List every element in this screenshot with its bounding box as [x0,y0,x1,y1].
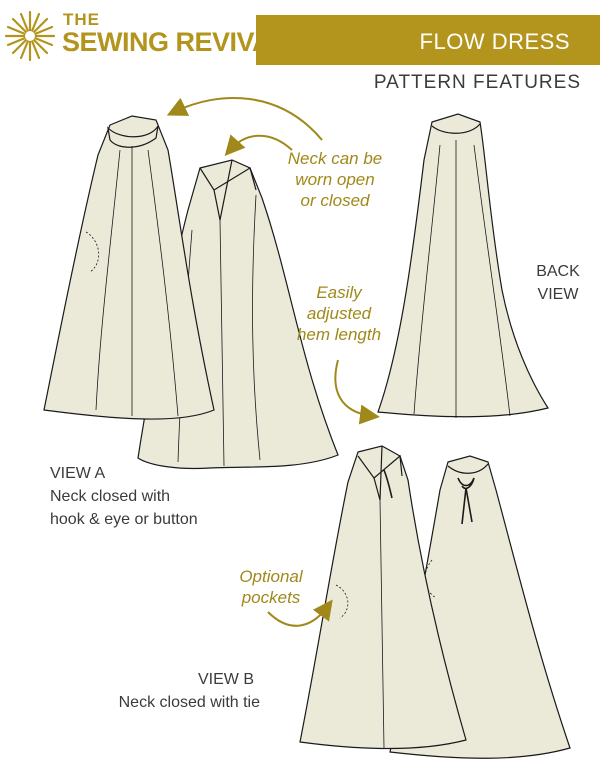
arrow-neck-a [166,97,323,141]
view-b-title: VIEW B [197,671,254,688]
pattern-title: FLOW DRESS [419,29,570,54]
brand-logo: THE SEWING REVIVAL [0,0,288,70]
section-subtitle: PATTERN FEATURES [373,72,581,93]
arrow-neck-b [224,134,293,156]
title-banner: FLOW DRESS [256,15,600,65]
sunburst-icon [4,10,56,62]
note-neck: Neck can be worn open or closed [287,149,383,210]
view-a-title: VIEW A [50,465,106,482]
view-a-label: VIEW A Neck closed with hook & eye or bu… [50,462,198,531]
view-b-label: VIEW B Neck closed with tie [106,668,260,714]
dress-view-b-open [299,445,467,750]
brand-line1: THE [63,10,100,29]
arrow-hem [334,359,380,425]
dress-view-a-closed [43,115,215,420]
note-pockets: Optional pockets [239,567,303,607]
arrows [166,97,380,627]
dress-back-view [377,113,549,418]
brand-line2: SEWING REVIVAL [62,27,288,57]
note-hem: Easily adjusted hem length [296,283,382,344]
arrow-pockets [267,599,333,627]
back-view-label: BACK VIEW [536,263,580,303]
